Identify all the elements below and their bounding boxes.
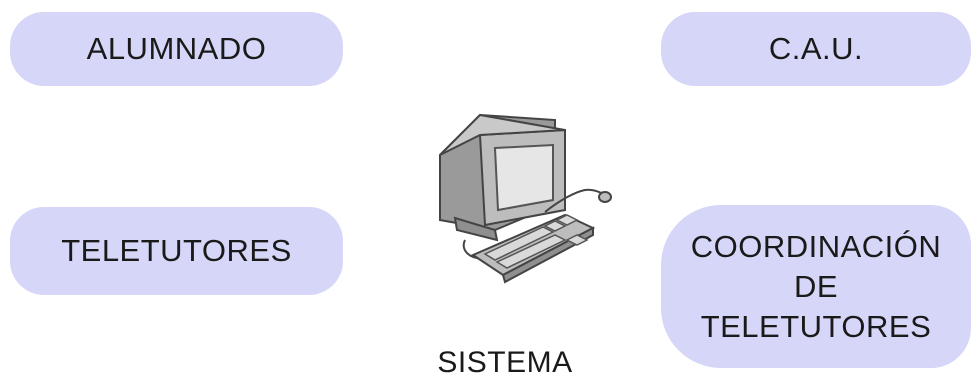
node-teletutores: TELETUTORES <box>10 207 343 295</box>
node-alumnado-label: ALUMNADO <box>87 29 267 69</box>
node-alumnado: ALUMNADO <box>10 12 343 86</box>
node-cau-label: C.A.U. <box>769 29 863 69</box>
node-coordinacion-label: COORDINACIÓN DE TELETUTORES <box>691 227 942 347</box>
node-coordinacion-teletutores: COORDINACIÓN DE TELETUTORES <box>661 205 971 368</box>
node-teletutores-label: TELETUTORES <box>61 231 292 271</box>
sistema-label: SISTEMA <box>430 346 580 380</box>
node-cau: C.A.U. <box>661 12 971 86</box>
computer-icon <box>425 100 625 295</box>
